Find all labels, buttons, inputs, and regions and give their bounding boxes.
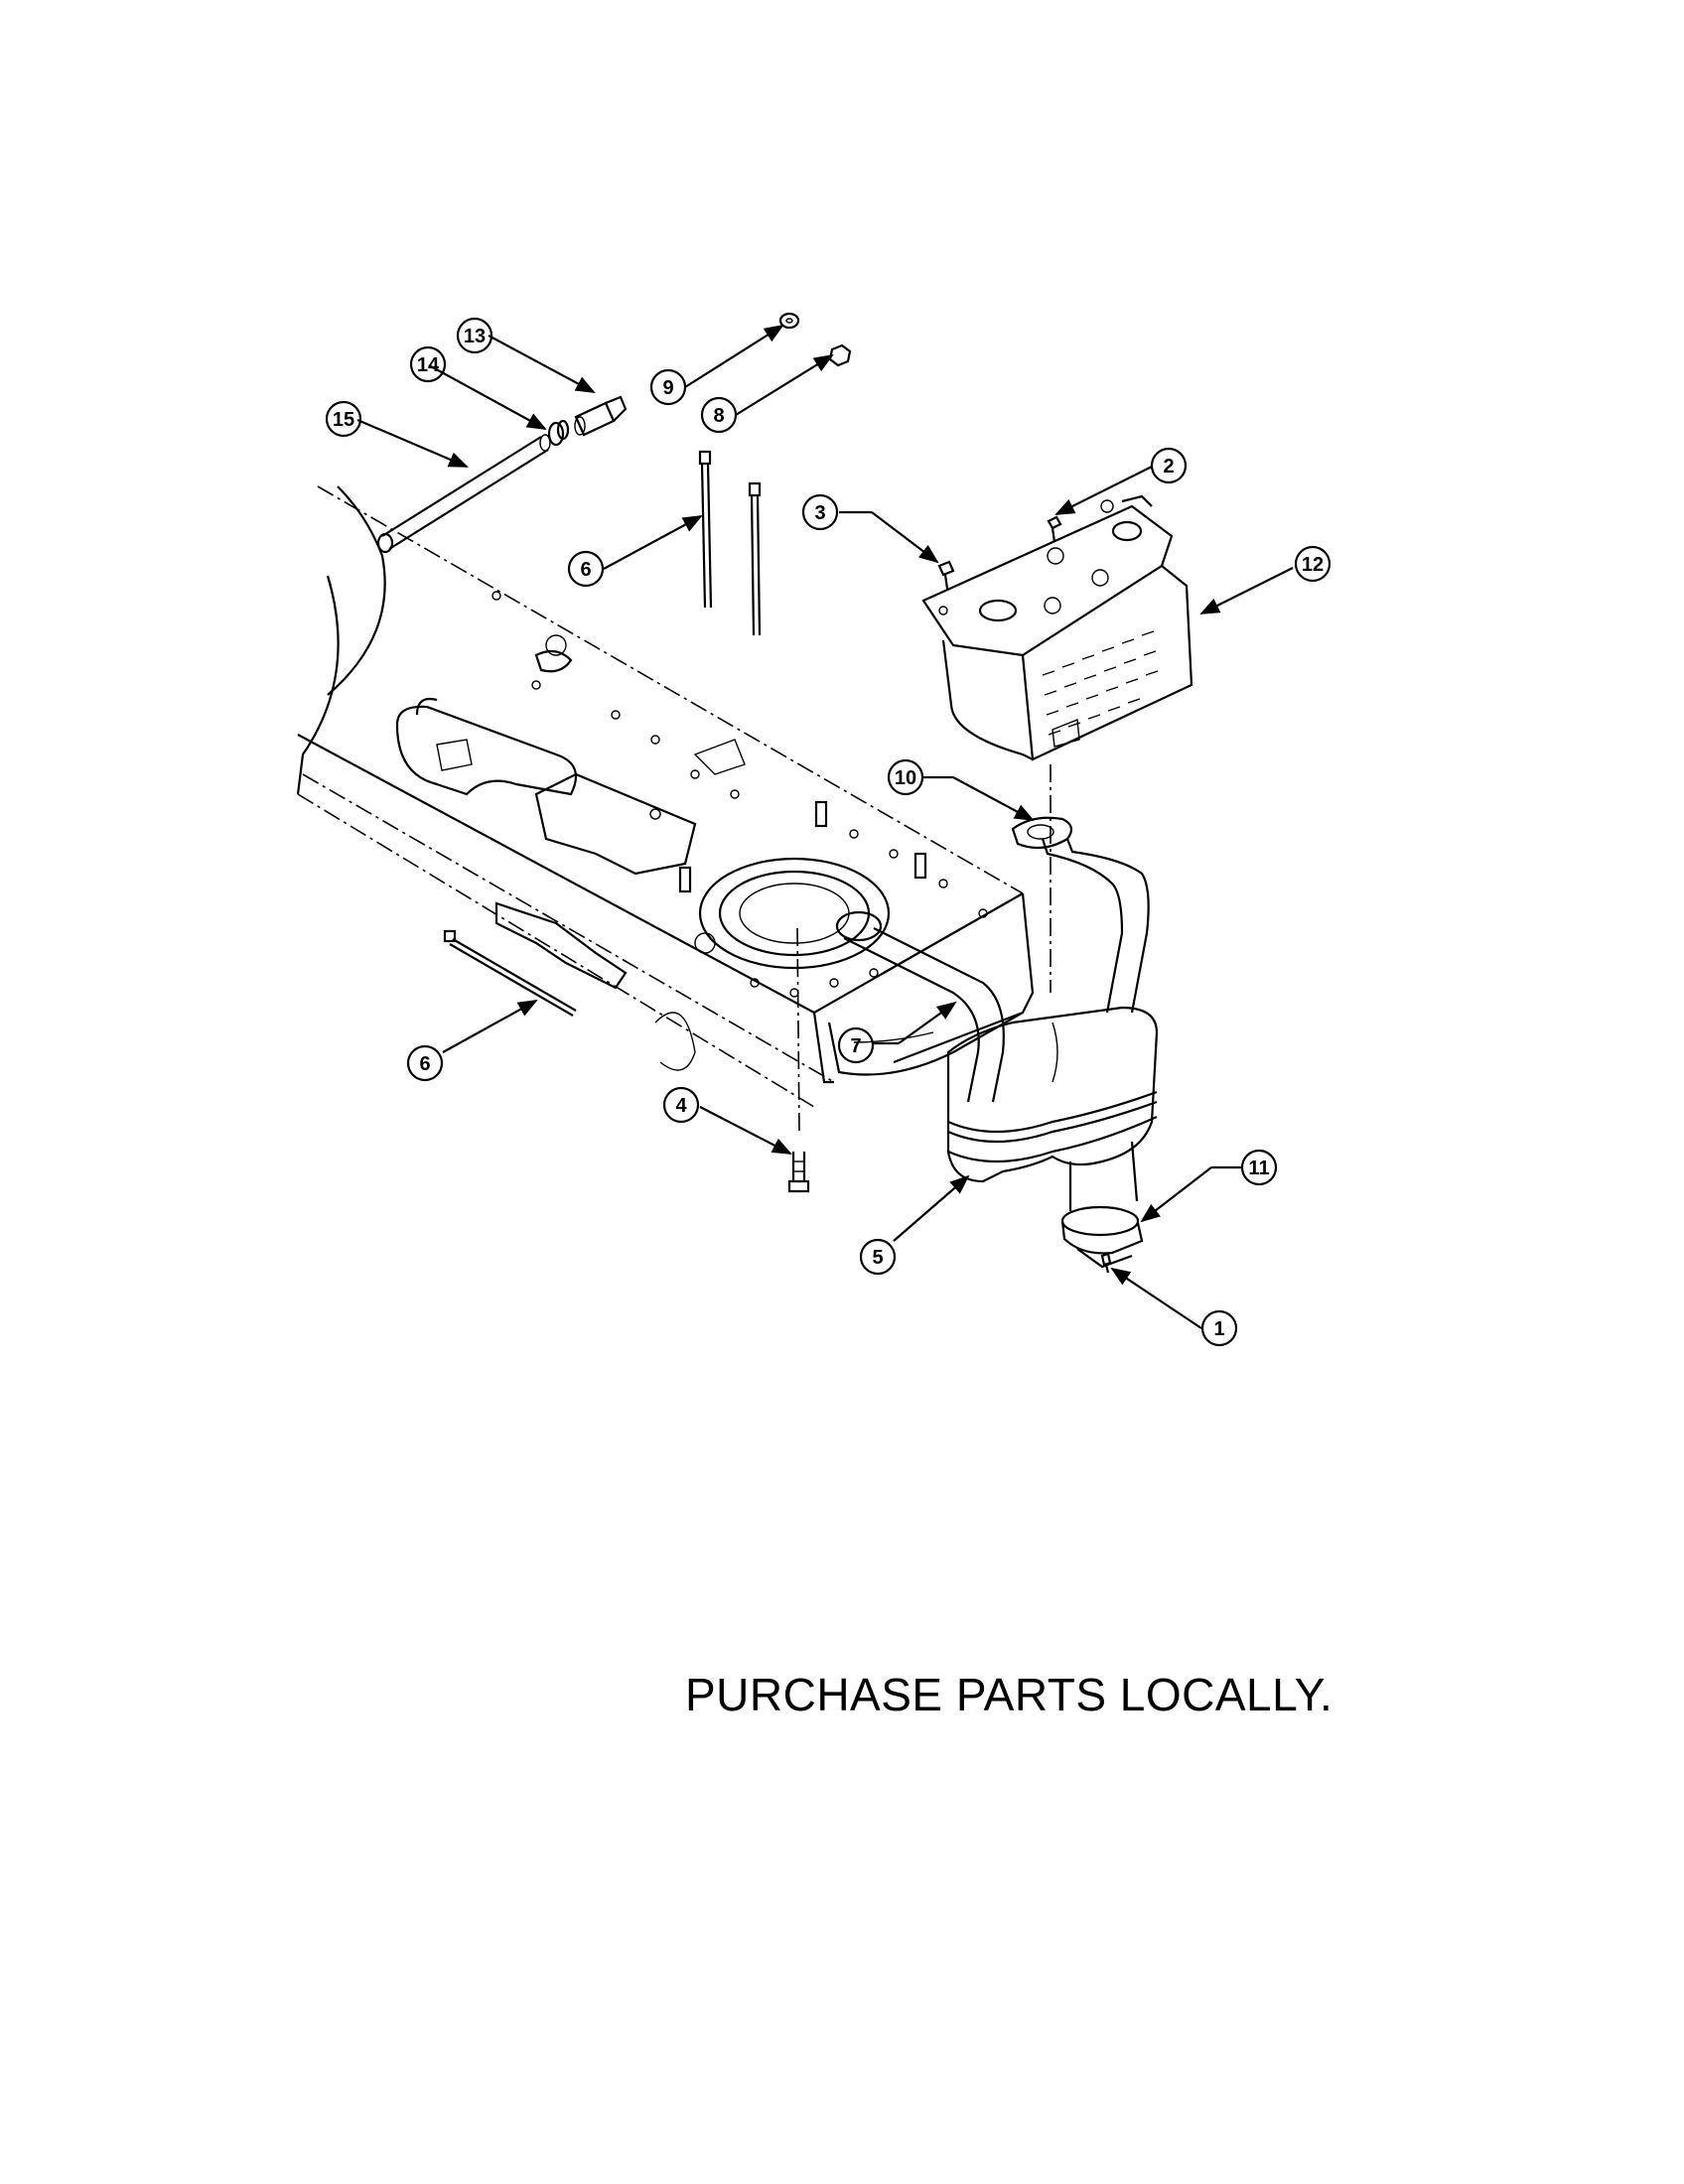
tractor-frame: [296, 485, 1035, 1108]
callout-5: 5: [859, 1238, 897, 1276]
callout-6-lower: 6: [406, 1044, 444, 1082]
svg-text:15: 15: [333, 409, 354, 431]
purchase-note: PURCHASE PARTS LOCALLY.: [685, 1669, 1333, 1720]
part-7-exhaust-pipe: [835, 838, 1150, 1103]
svg-text:10: 10: [895, 767, 916, 789]
callout-13: 14: [409, 345, 447, 383]
callout-7: 7: [837, 1026, 875, 1064]
svg-text:11: 11: [1248, 1158, 1269, 1179]
part-6-cable-tie-upper: [698, 450, 762, 636]
svg-text:12: 12: [1302, 554, 1324, 576]
callout-11: 11: [1240, 1149, 1278, 1186]
part-2-screw: [1047, 515, 1062, 543]
svg-text:1: 1: [1213, 1318, 1224, 1340]
leader-lines: [356, 324, 1294, 1329]
part-10-gasket: [1011, 816, 1073, 850]
part-1-screw: [1100, 1252, 1112, 1274]
part-4-bolt: [787, 1152, 810, 1193]
part-6-cable-tie-lower: [443, 929, 577, 1017]
svg-text:3: 3: [814, 502, 825, 524]
part-5-muffler: [946, 1006, 1159, 1211]
callout-8: 8: [700, 396, 738, 434]
part-13-clamp: [547, 419, 570, 447]
part-14-fitting: [574, 395, 628, 437]
callout-3: 3: [801, 493, 839, 531]
part-15-tube: [376, 434, 551, 554]
callout-15: 15: [325, 400, 362, 438]
callout-4: 4: [662, 1086, 700, 1124]
part-12-heat-shield: [921, 494, 1193, 761]
part-11-deflector: [1060, 1205, 1144, 1269]
svg-text:5: 5: [872, 1247, 883, 1269]
svg-text:2: 2: [1163, 456, 1174, 478]
svg-text:13: 13: [464, 326, 486, 347]
callout-14: 13: [456, 317, 493, 354]
svg-text:14: 14: [417, 354, 440, 376]
alignment-line-bolt: [796, 927, 800, 1133]
svg-text:6: 6: [580, 559, 591, 581]
svg-text:8: 8: [713, 405, 724, 427]
callout-6-upper: 6: [567, 550, 605, 588]
part-9-washer: [778, 312, 800, 330]
svg-text:7: 7: [850, 1035, 861, 1057]
callout-2: 2: [1150, 447, 1188, 484]
svg-text:4: 4: [675, 1095, 687, 1117]
svg-text:6: 6: [419, 1053, 430, 1075]
part-8-nut: [828, 343, 852, 367]
callout-1: 1: [1200, 1309, 1238, 1347]
callout-12: 12: [1294, 545, 1332, 583]
callout-9: 9: [649, 368, 687, 406]
svg-text:9: 9: [662, 377, 673, 399]
callout-10: 10: [887, 758, 924, 796]
part-3-screw: [937, 560, 955, 590]
